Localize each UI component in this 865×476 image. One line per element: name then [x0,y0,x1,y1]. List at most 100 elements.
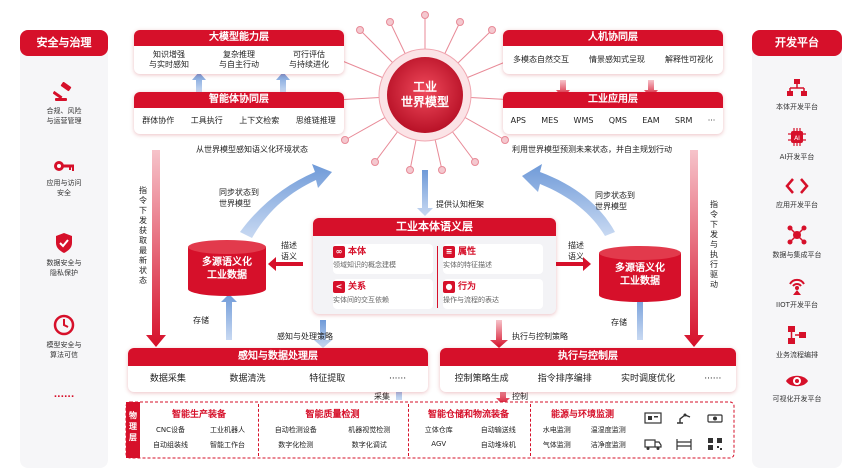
perception-layer[interactable]: 感知与数据处理层 数据采集 数据清洗 特征提取 ······ [128,348,428,392]
rack-icon [676,439,692,450]
physical-item: 数字化检测 [278,441,314,449]
ai-icon: AI [788,128,806,146]
dev-item-ai[interactable]: AI AI开发平台 [752,126,842,162]
ontology-icon [787,79,807,96]
link-icon: ∞ [333,245,345,258]
llm-layer-title: 大模型能力层 [134,30,344,46]
dev-item-label: 可视化开发平台 [772,395,822,403]
caption-right-vertical: 指令下发与执行驱动 [710,200,718,289]
ontology-card-desc: 实体间的交互依赖 [333,295,389,304]
physical-cat-title: 能源与环境监测 [550,410,614,420]
ontology-card-attribute[interactable]: ≡属性 实体的特征描述 [443,244,543,274]
ontology-card-entity[interactable]: ∞本体 领域知识的概念建模 [333,244,433,274]
physical-cat-logistics[interactable]: 智能仓储和物流装备 立体仓库 自动输送线 AGV 自动堆垛机 [408,404,528,456]
dev-item-label: 应用开发平台 [776,201,818,209]
ontology-layer[interactable]: 工业本体语义层 ∞本体 领域知识的概念建模 ≡属性 实体的特征描述 <关系 实体… [313,218,556,314]
physical-cat-title: 智能仓储和物流装备 [427,410,509,420]
security-item-privacy[interactable]: 数据安全与 隐私保护 [20,232,108,278]
pin-icon: ● [443,280,455,293]
app-item: MES [541,116,559,125]
printer-icon [707,414,723,423]
caption-collect: 采集 [374,392,390,401]
exec-layer[interactable]: 执行与控制层 控制策略生成 指令排序编排 实时调度优化 ······ [440,348,736,392]
workflow-icon [788,326,806,344]
physical-cat-title: 智能生产装备 [171,410,226,420]
dev-item-ontology[interactable]: 本体开发平台 [752,78,842,112]
ontology-card-title: 关系 [348,282,367,292]
core-circle [387,57,463,133]
perception-layer-title: 感知与数据处理层 [128,348,428,366]
exec-item: ······ [704,374,722,384]
caption-sync-right: 同步状态到 世界模型 [595,191,635,211]
ontology-card-desc: 操作与流程的表达 [443,295,499,304]
security-panel: 安全与治理 合规、风险 与运营管理 应用与访问 安全 数据安全与 隐私保护 模型… [20,30,108,468]
physical-device-icons [638,408,730,454]
db-left-title: 多源语义化 工业数据 [202,257,252,281]
app-item: APS [510,116,526,125]
perceive-strategy-arrow-icon [314,320,332,348]
perception-item: ······ [388,374,407,384]
ontology-divider [437,246,438,308]
ontology-card-behavior[interactable]: ●行为 操作与流程的表达 [443,279,543,309]
security-item-model[interactable]: 模型安全与 算法可信 [20,314,108,360]
dev-item-label: AI开发平台 [779,153,815,161]
physical-item: 工业机器人 [210,426,245,434]
caption-store-right: 存储 [611,318,627,327]
physical-item: 数字化调试 [351,441,387,449]
physical-item: CNC设备 [155,426,185,434]
exec-item: 实时调度优化 [621,374,676,384]
arrow-up-icon [276,72,290,92]
hmi-item: 解释性可视化 [665,55,713,64]
truck-icon [644,439,662,450]
arrow-up-icon [192,72,206,92]
hmi-layer-title: 人机协同层 [503,30,723,46]
ontology-layer-title: 工业本体语义层 [313,218,556,236]
sync-left-arrow-icon [240,164,332,238]
ontology-card-title: 行为 [458,282,477,292]
right-down-arrow-icon [684,150,704,347]
physical-item: 自动组装线 [153,441,188,449]
agent-layer[interactable]: 智能体协同层 群体协作 工具执行 上下文检索 思维链推理 [134,92,344,134]
app-layer[interactable]: 工业应用层 APS MES WMS QMS EAM SRM ··· [503,92,723,134]
caption-control: 控制 [512,392,528,401]
dev-item-visual[interactable]: 可视化开发平台 [752,372,842,404]
dev-item-integration[interactable]: 数据与集成平台 [752,224,842,260]
hmi-layer[interactable]: 人机协同层 多模态自然交互 情景感知式呈现 解释性可视化 [503,30,723,74]
hmi-item: 情景感知式呈现 [589,55,645,64]
llm-layer[interactable]: 大模型能力层 知识增强 与实时感知 复杂推理 与自主行动 可行评估 与持续进化 [134,30,344,74]
exec-item: 控制策略生成 [454,374,509,384]
dev-item-app[interactable]: 应用开发平台 [752,176,842,210]
app-layer-title: 工业应用层 [503,92,723,108]
security-item-compliance[interactable]: 合规、风险 与运营管理 [20,81,108,126]
agent-item: 工具执行 [190,116,223,125]
llm-item: 复杂推理 与自主行动 [219,50,259,69]
core-title[interactable]: 工业 世界模型 [400,80,449,109]
physical-cat-energy[interactable]: 能源与环境监测 水电监测 温湿度监测 气体监测 洁净度监测 [530,404,634,456]
security-item-label: 模型安全与 算法可信 [46,341,82,359]
ontology-card-relation[interactable]: <关系 实体间的交互依赖 [333,279,433,309]
physical-cat-production[interactable]: 智能生产装备 CNC设备 工业机器人 自动组装线 智能工作台 [142,404,256,456]
machine-icon [644,412,662,424]
agent-item: 思维链推理 [295,116,336,125]
caption-store-left: 存储 [193,316,209,325]
share-icon: < [333,280,345,293]
security-item-access[interactable]: 应用与访问 安全 [20,158,108,198]
iiot-icon [789,278,805,295]
sync-right-arrow-icon [522,164,615,236]
left-down-arrow-icon [146,150,166,347]
store-right-arrow-icon [632,294,648,340]
control-arrow-icon [496,386,510,405]
physical-item: 洁净度监测 [590,441,626,449]
dev-item-workflow[interactable]: 业务流程编排 [752,324,842,360]
caption-perceive-strategy: 感知与处理策略 [277,332,333,341]
agent-item: 群体协作 [142,116,175,125]
physical-cat-quality[interactable]: 智能质量检测 自动检测设备 机器视觉检测 数字化检测 数字化调试 [258,404,406,456]
db-left-cylinder[interactable]: 多源语义化 工业数据 [188,240,266,296]
db-right-cylinder[interactable]: 多源语义化 工业数据 [599,246,681,302]
physical-label-bar [126,402,140,458]
perception-item: 特征提取 [309,374,346,384]
dev-item-label: 数据与集成平台 [772,251,822,259]
dev-item-iiot[interactable]: IIOT开发平台 [752,274,842,310]
physical-item: 温湿度监测 [590,426,626,434]
